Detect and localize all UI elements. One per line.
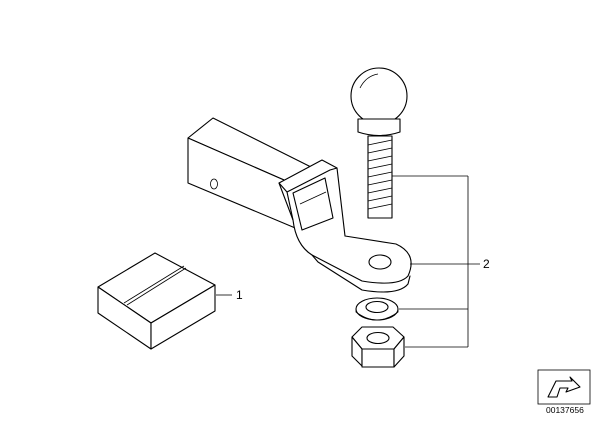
ball-mount-icon xyxy=(278,159,412,293)
hex-nut-icon xyxy=(351,326,405,368)
tow-ball-icon xyxy=(350,67,408,219)
washer-icon xyxy=(355,297,399,321)
callout-2-bracket xyxy=(392,175,480,348)
callout-2-label: 2 xyxy=(483,257,490,271)
callout-1-label: 1 xyxy=(236,288,243,302)
reference-arrow-icon xyxy=(537,369,591,405)
foam-block-icon xyxy=(97,252,216,350)
reference-number: 00137656 xyxy=(546,405,584,415)
